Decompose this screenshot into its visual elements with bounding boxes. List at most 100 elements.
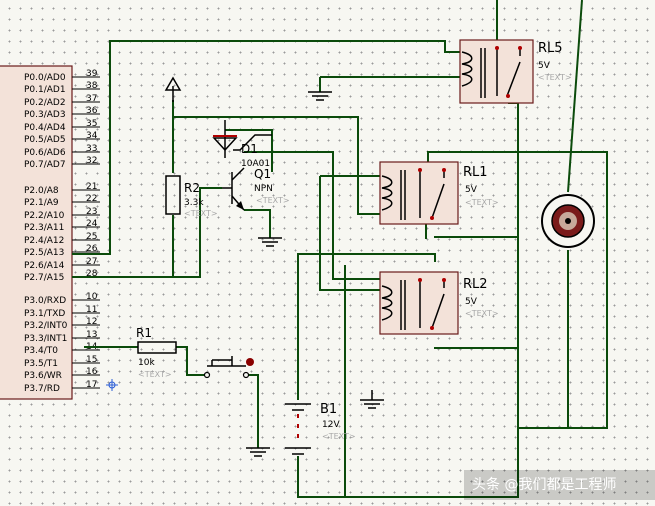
wire-p25-rl5 (72, 40, 460, 255)
relay-rl2-text: <TEXT> (465, 309, 499, 318)
wire-p27-q1 (72, 187, 222, 278)
coil-icon (461, 51, 473, 87)
mcu-pin-number: 10 (86, 292, 98, 302)
watermark-backdrop (464, 470, 655, 500)
resistor-icon (165, 175, 181, 215)
mcu-pin-number: 34 (86, 131, 98, 141)
relay-rl1-value: 5V (465, 185, 478, 195)
mcu-pin-number: 36 (86, 106, 98, 116)
mcu-pin-label: P2.2/A10 (24, 211, 65, 221)
mcu-pin-number: 24 (86, 219, 98, 229)
mcu-pin-number: 26 (86, 244, 98, 254)
mcu-pin-label: P2.5/A13 (24, 248, 64, 258)
probe-marker-icon (106, 379, 118, 391)
wire-motor-top (567, 0, 583, 193)
mcu-pin-label: P0.2/AD2 (24, 98, 66, 108)
coil-icon (381, 175, 393, 211)
battery-b1-text: <TEXT> (322, 432, 356, 441)
mcu-pin-label: P3.5/T1 (24, 359, 58, 369)
mcu-pin-number: 27 (86, 257, 97, 267)
relay-rl5[interactable]: RL5 5V <TEXT> (459, 39, 572, 104)
mcu-pin-number: 13 (86, 330, 97, 340)
resistor-r1-value: 10k (138, 358, 155, 368)
wire-rl1-right-loop (427, 151, 608, 429)
transistor-q1[interactable]: Q1 NPN <TEXT> (222, 167, 290, 211)
mcu-pin-label: P0.3/AD3 (24, 110, 66, 120)
mcu-pin-label: P2.7/A15 (24, 273, 64, 283)
mcu-pin-label: P3.3/INT1 (24, 334, 67, 344)
ground-symbols (246, 91, 384, 457)
resistor-r2-text: <TEXT> (184, 209, 218, 218)
relay-rl2-value: 5V (465, 297, 478, 307)
battery-b1[interactable]: B1 12V <TEXT> (285, 402, 356, 455)
mcu-pin-label: P3.4/T0 (24, 346, 58, 356)
mcu-pin-number: 23 (86, 207, 97, 217)
watermark: 头条 @我们都是工程师 (472, 476, 616, 493)
mcu-pin-number: 11 (86, 305, 97, 315)
relay-rl1-text: <TEXT> (465, 198, 499, 207)
mcu-pin-number: 16 (86, 367, 98, 377)
transistor-q1-value: NPN (254, 184, 273, 194)
mcu-pin-number: 39 (86, 69, 98, 79)
ground-icon (246, 447, 270, 457)
mcu-pin-label: P2.0/A8 (24, 186, 59, 196)
mcu-pin-number: 12 (86, 317, 97, 327)
wire-d1-q1 (225, 129, 273, 172)
ground-icon (360, 390, 384, 409)
mcu-pin-label: P0.6/AD6 (24, 148, 66, 158)
mcu-pin-number: 17 (86, 380, 97, 390)
mcu-pin-label: P0.0/AD0 (24, 73, 66, 83)
relay-rl2-body (379, 271, 459, 335)
mcu-pin-label: P0.1/AD1 (24, 85, 66, 95)
wire-q1-ground (244, 209, 271, 238)
mcu-pin-number: 37 (86, 94, 97, 104)
diode-d1[interactable]: D1 10A01 (212, 120, 272, 169)
relay-rl1-body (379, 161, 459, 225)
wire-rl1-rl2 (319, 176, 380, 291)
resistor-r2[interactable]: R2 3.3k <TEXT> (165, 175, 218, 218)
resistor-r1-text: <TEXT> (138, 370, 172, 379)
wires (72, 0, 608, 498)
mcu-pin-label: P2.1/A9 (24, 198, 59, 208)
mcu-pin-number: 25 (86, 232, 97, 242)
resistor-r2-name: R2 (184, 181, 200, 195)
battery-b1-value: 12V (322, 420, 340, 430)
battery-b1-name: B1 (320, 402, 337, 417)
mcu-pin-label: P2.4/A12 (24, 236, 64, 246)
mcu-pin-number: 38 (86, 81, 98, 91)
resistor-r1-name: R1 (136, 326, 152, 340)
diode-d1-value: 10A01 (241, 159, 270, 169)
relay-rl5-value: 5V (538, 61, 551, 71)
switch-button-icon (246, 358, 254, 366)
wire-vcc-rl1 (173, 116, 380, 215)
mcu-pin-label: P2.3/A11 (24, 223, 64, 233)
motor[interactable] (541, 194, 595, 248)
ground-icon (258, 237, 282, 247)
diode-d1-name: D1 (241, 142, 258, 156)
mcu-pin-number: 32 (86, 156, 97, 166)
mcu-pin-label: P0.7/AD7 (24, 160, 66, 170)
wire-battery-return (297, 237, 519, 498)
wire-switch-ground (248, 374, 259, 448)
mcu-pin-number: 28 (86, 269, 98, 279)
mcu-pin-label: P0.5/AD5 (24, 135, 66, 145)
transistor-icon (236, 201, 244, 210)
relay-rl2-name: RL2 (463, 277, 488, 292)
relay-rl1[interactable]: RL1 5V <TEXT> (379, 161, 499, 225)
transistor-q1-name: Q1 (254, 167, 271, 181)
mcu-pin-label: P3.6/WR (24, 371, 62, 381)
resistor-r1[interactable]: R1 10k <TEXT> (136, 326, 177, 379)
mcu-pin-number: 35 (86, 119, 97, 129)
wire-r1-switch (176, 346, 205, 376)
mcu-pin-number: 15 (86, 355, 97, 365)
mcu-pin-label: P3.1/TXD (24, 309, 65, 319)
transistor-q1-text: <TEXT> (256, 196, 290, 205)
mcu-pin-number: 21 (86, 182, 97, 192)
push-button-switch[interactable] (203, 356, 255, 379)
mcu-pin-label: P3.7/RD (24, 384, 60, 394)
mcu-pin-label: P3.0/RXD (24, 296, 66, 306)
relay-rl2[interactable]: RL2 5V <TEXT> (379, 271, 499, 335)
